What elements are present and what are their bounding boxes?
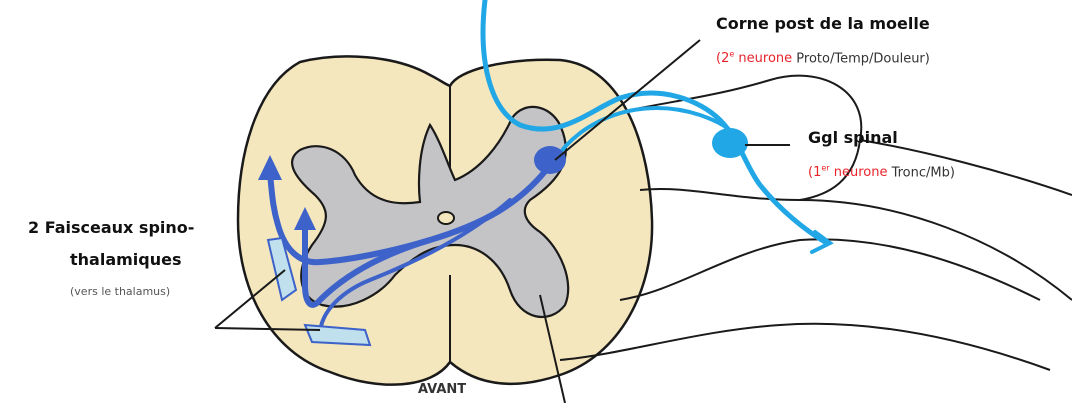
tract-arrow-lateral	[258, 155, 282, 180]
spinothalamic-fiber-3	[318, 198, 512, 337]
ggl-sup-number: 1	[813, 165, 822, 181]
ventral-root-outline	[619, 238, 1041, 301]
label-faisceaux-sub: (vers le thalamus)	[70, 285, 171, 298]
spinothalamic-fiber-2	[302, 222, 433, 308]
label-faisceaux-line1: 2 Faisceaux spino-	[28, 218, 195, 237]
grey-matter	[291, 105, 570, 319]
dorsal-root-outline-2	[639, 187, 1072, 301]
dorsal-root-outline	[629, 74, 863, 201]
pointer-faisceaux-1	[214, 269, 286, 329]
label-corne-title: Corne post de la moelle	[716, 14, 930, 33]
tract-arrow-anterior	[294, 207, 316, 230]
corne-neurone: neurone	[738, 51, 793, 67]
corne-rest: Proto/Temp/Douleur)	[796, 51, 930, 67]
tract-area-lateral	[266, 236, 298, 302]
fiber-arrow	[810, 230, 834, 254]
nerve-outline-top	[859, 139, 1072, 196]
label-corne-sub: (2e neurone Proto/Temp/Douleur)	[716, 50, 930, 67]
ggl-sup-mark: er	[821, 164, 830, 173]
pointer-bottom	[539, 294, 566, 403]
tract-area-anterior	[303, 323, 372, 347]
pointer-faisceaux-2	[214, 327, 321, 331]
corne-sup-number: 2	[721, 51, 730, 67]
dorsal-horn-neuron	[534, 146, 566, 174]
pointer-corne	[554, 39, 701, 161]
corne-sup-mark: e	[729, 50, 735, 59]
label-ggl-title: Ggl spinal	[808, 128, 898, 147]
label-faisceaux-line2: thalamiques	[70, 250, 182, 269]
ventral-root-outline-2	[559, 322, 1051, 371]
primary-afferent-branch	[553, 106, 742, 162]
ggl-neurone: neurone	[833, 165, 888, 181]
label-avant: AVANT	[418, 382, 467, 397]
spinal-ganglion	[712, 128, 748, 158]
central-canal	[437, 211, 455, 225]
label-ggl-sub: (1er neurone Tronc/Mb)	[808, 164, 955, 181]
ggl-rest: Tronc/Mb)	[891, 165, 955, 181]
primary-afferent-fiber	[480, 0, 828, 245]
